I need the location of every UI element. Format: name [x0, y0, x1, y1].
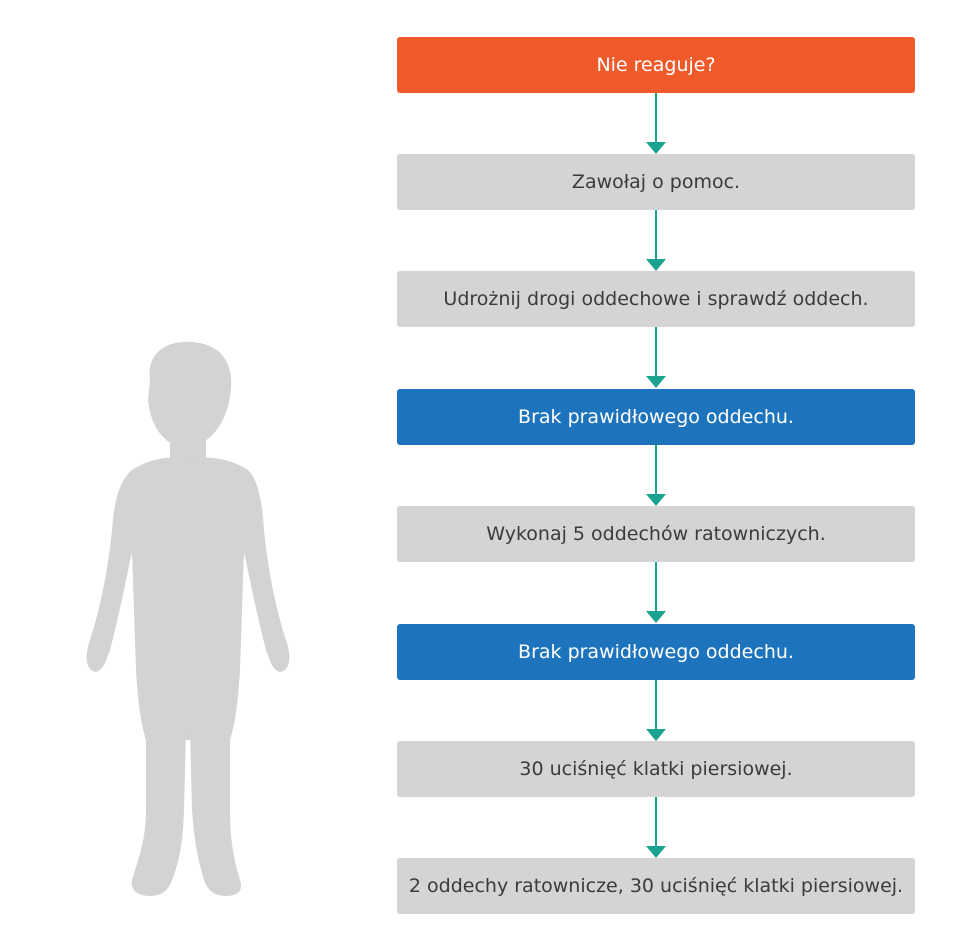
child-silhouette-icon: [86, 341, 290, 896]
arrow-down-icon: [646, 797, 666, 858]
step-unresponsive: Nie reaguje?: [397, 37, 915, 93]
arrow-down-icon: [646, 680, 666, 741]
arrow-down-icon: [646, 93, 666, 154]
step-chest-compressions: 30 uciśnięć klatki piersiowej.: [397, 741, 915, 797]
arrow-down-icon: [646, 445, 666, 506]
step-breaths-and-compressions: 2 oddechy ratownicze, 30 uciśnięć klatki…: [397, 858, 915, 914]
step-call-for-help: Zawołaj o pomoc.: [397, 154, 915, 210]
step-no-normal-breathing-2: Brak prawidłowego oddechu.: [397, 624, 915, 680]
step-rescue-breaths: Wykonaj 5 oddechów ratowniczych.: [397, 506, 915, 562]
arrow-down-icon: [646, 562, 666, 623]
step-open-airway: Udrożnij drogi oddechowe i sprawdź oddec…: [397, 271, 915, 327]
arrow-down-icon: [646, 210, 666, 271]
step-no-normal-breathing: Brak prawidłowego oddechu.: [397, 389, 915, 445]
arrow-down-icon: [646, 327, 666, 388]
